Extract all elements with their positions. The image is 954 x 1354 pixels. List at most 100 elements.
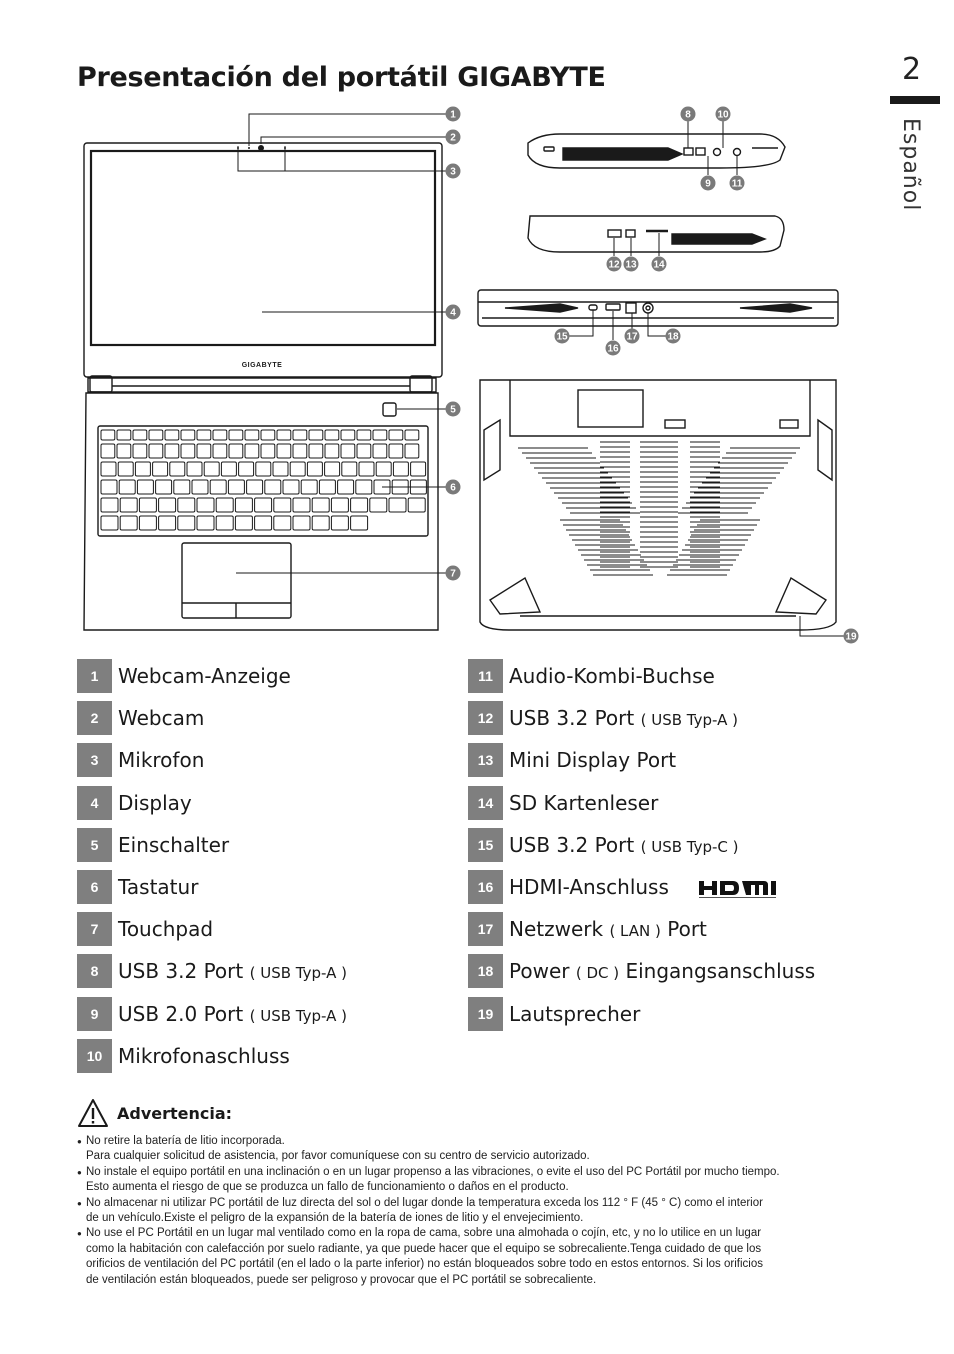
legend-label-detail: ( USB Typ-A ): [249, 1006, 347, 1025]
callout-number: 6: [450, 483, 456, 494]
warning-list-item: No use el PC Portátil en un lugar mal ve…: [77, 1226, 847, 1288]
callout-12: [606, 256, 622, 272]
legend-label: HDMI-Anschluss: [509, 875, 781, 899]
callout-number: 10: [717, 110, 729, 121]
touchpad: [181, 542, 292, 619]
callout-number: 17: [626, 332, 638, 343]
callout-14: [651, 256, 667, 272]
callout-5: [445, 401, 461, 417]
page-title: Presentación del portátil GIGABYTE: [77, 62, 606, 93]
warning-list-item: No almacenar ni utilizar PC portátil de …: [77, 1196, 847, 1227]
callout-number: 5: [450, 405, 456, 416]
callout-number: 11: [732, 179, 743, 190]
legend-number-badge: 11: [468, 659, 503, 694]
callout-number: 2: [450, 133, 456, 144]
warning-triangle-icon: [78, 1099, 108, 1127]
legend-label-detail: ( DC ): [575, 964, 620, 983]
legend-label: Audio-Kombi-Buchse: [509, 664, 715, 689]
callout-4: [445, 304, 461, 320]
legend-label: Power ( DC ) Eingangsanschluss: [509, 959, 816, 984]
legend-number-badge: 6: [77, 870, 112, 905]
lid-logo: GIGABYTE: [242, 362, 283, 369]
callout-number: 1: [450, 110, 456, 121]
laptop-diagram: GIGABYTE: [83, 106, 859, 644]
legend-label-detail: ( USB Typ-C ): [640, 837, 739, 856]
legend-number-badge: 13: [468, 743, 503, 778]
legend-label: Mikrofon: [118, 748, 205, 773]
callout-7: [445, 565, 461, 581]
legend-label: Tastatur: [118, 875, 199, 900]
laptop-back-view: [477, 289, 839, 327]
page-number-bar: [890, 96, 940, 104]
legend-label: Einschalter: [118, 832, 230, 857]
legend-label: Touchpad: [118, 917, 214, 942]
warning-heading: Advertencia:: [77, 1098, 847, 1128]
callout-leader-lines: [236, 113, 844, 637]
warning-title: Advertencia:: [117, 1103, 233, 1123]
laptop-right-side-view: [527, 133, 786, 169]
callout-11: [729, 175, 745, 191]
language-tab: Español: [898, 118, 923, 212]
callout-16: [605, 340, 621, 356]
keyboard: [100, 429, 427, 531]
callout-3: [445, 163, 461, 179]
bottom-vents: [518, 441, 800, 576]
legend-number-badge: 18: [468, 954, 503, 989]
laptop-front-view: GIGABYTE: [83, 142, 443, 631]
legend-number-badge: 5: [77, 827, 112, 862]
callout-number: 15: [556, 332, 568, 343]
legend-label: USB 2.0 Port ( USB Typ-A ): [118, 1001, 347, 1026]
callout-number: 4: [450, 308, 456, 319]
callout-10: [715, 106, 731, 122]
callout-6: [445, 479, 461, 495]
legend-label: Netzwerk ( LAN ) Port: [509, 917, 707, 942]
hdmi-logo: [698, 880, 776, 898]
callout-number: 9: [705, 179, 711, 190]
legend-number-badge: 17: [468, 912, 503, 947]
laptop-bottom-view: [479, 379, 837, 631]
legend-label: USB 3.2 Port ( USB Typ-C ): [509, 832, 739, 857]
callout-number: 8: [685, 110, 691, 121]
callout-13: [623, 256, 639, 272]
legend-number-badge: 19: [468, 996, 503, 1031]
callout-19: [843, 628, 859, 644]
warning-list-item: No instale el equipo portátil en una inc…: [77, 1165, 847, 1196]
callout-2: [445, 129, 461, 145]
legend-number-badge: 7: [77, 912, 112, 947]
callout-number: 13: [625, 260, 637, 271]
callout-number: 12: [608, 260, 620, 271]
legend-number-badge: 10: [77, 1038, 112, 1073]
warning-section: Advertencia: No retire la batería de lit…: [77, 1098, 847, 1288]
legend-number-badge: 8: [77, 954, 112, 989]
callout-17: [624, 328, 640, 344]
callout-15: [554, 328, 570, 344]
legend-label: Mini Display Port: [509, 748, 677, 773]
webcam-icon: [258, 145, 264, 151]
legend-label: USB 3.2 Port ( USB Typ-A ): [509, 706, 738, 731]
legend-label-detail: ( USB Typ-A ): [640, 711, 738, 730]
callout-18: [665, 328, 681, 344]
laptop-left-side-view: [527, 215, 785, 253]
callout-number: 16: [607, 344, 619, 355]
legend-number-badge: 15: [468, 827, 503, 862]
